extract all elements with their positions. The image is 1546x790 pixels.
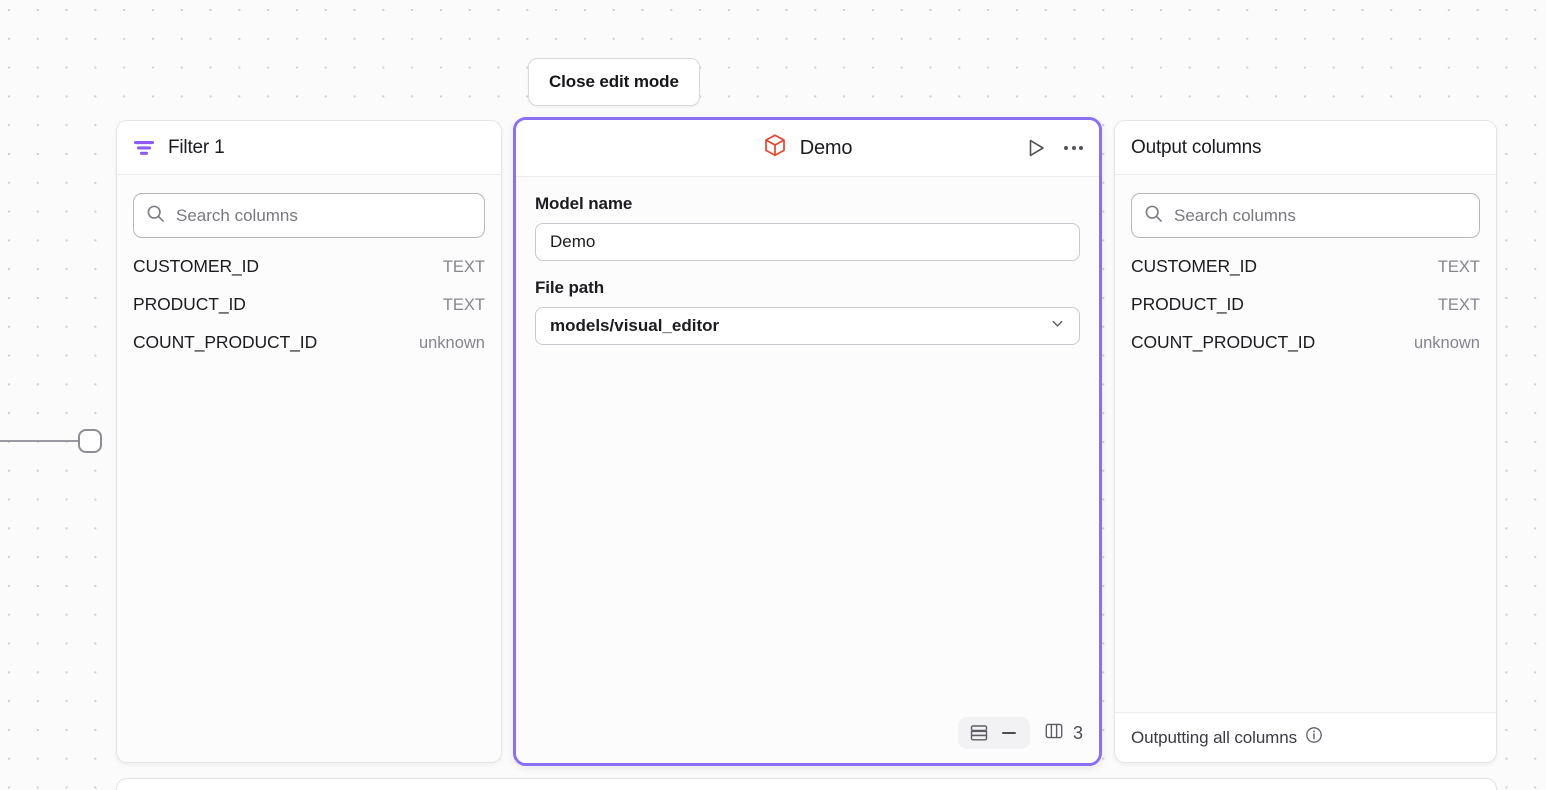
connector-edge xyxy=(0,440,80,442)
filter-node[interactable]: Filter 1 CUSTOMER_ID TEXT PRODUCT_ID xyxy=(116,120,502,763)
output-columns-node[interactable]: Output columns CUSTOMER_ID TEXT PRODU xyxy=(1114,120,1497,763)
filter-node-header: Filter 1 xyxy=(117,121,501,175)
table-row[interactable]: COUNT_PRODUCT_ID unknown xyxy=(133,332,485,370)
file-path-select[interactable]: models/visual_editor xyxy=(535,307,1080,345)
column-name: PRODUCT_ID xyxy=(133,294,246,314)
columns-icon xyxy=(1044,721,1064,746)
close-edit-mode-button[interactable]: Close edit mode xyxy=(528,58,700,106)
cube-icon xyxy=(763,133,787,163)
column-count-group[interactable]: 3 xyxy=(1044,721,1083,746)
minus-icon[interactable] xyxy=(997,722,1021,744)
output-node-body: CUSTOMER_ID TEXT PRODUCT_ID TEXT COUNT_P… xyxy=(1115,175,1496,712)
model-name-input[interactable] xyxy=(535,223,1080,261)
table-rows-icon[interactable] xyxy=(967,722,991,744)
play-icon[interactable] xyxy=(1025,137,1047,159)
file-path-value: models/visual_editor xyxy=(550,316,720,335)
column-type: TEXT xyxy=(442,296,485,314)
model-node-actions xyxy=(1025,137,1083,159)
output-search-input[interactable] xyxy=(1174,205,1467,226)
connector-handle[interactable] xyxy=(78,429,102,453)
model-name-label: Model name xyxy=(535,194,633,213)
model-node-title-wrap: Demo xyxy=(763,133,853,163)
file-path-label: File path xyxy=(535,278,604,297)
column-type: TEXT xyxy=(1437,258,1480,276)
column-name: CUSTOMER_ID xyxy=(133,256,259,276)
table-row[interactable]: CUSTOMER_ID TEXT xyxy=(133,256,485,294)
model-node-header: Demo xyxy=(516,120,1099,177)
model-footer-toolbar: 3 xyxy=(957,717,1083,749)
output-footer-text: Outputting all columns xyxy=(1131,727,1297,747)
model-form: Model name File path models/visual_edito… xyxy=(516,177,1099,345)
column-type: TEXT xyxy=(442,258,485,276)
search-icon xyxy=(146,204,165,228)
table-row[interactable]: COUNT_PRODUCT_ID unknown xyxy=(1131,332,1480,370)
preview-controls-group xyxy=(957,717,1030,749)
column-name: COUNT_PRODUCT_ID xyxy=(133,332,318,352)
output-column-list: CUSTOMER_ID TEXT PRODUCT_ID TEXT COUNT_P… xyxy=(1115,238,1496,370)
filter-node-body: CUSTOMER_ID TEXT PRODUCT_ID TEXT COUNT_P… xyxy=(117,175,501,762)
filter-search-input[interactable] xyxy=(176,205,472,226)
filter-icon xyxy=(133,139,155,157)
table-row[interactable]: CUSTOMER_ID TEXT xyxy=(1131,256,1480,294)
filter-node-title: Filter 1 xyxy=(168,136,225,158)
next-node-partial[interactable] xyxy=(116,778,1497,790)
column-name: PRODUCT_ID xyxy=(1131,294,1244,314)
output-search-box[interactable] xyxy=(1131,193,1480,238)
output-node-header: Output columns xyxy=(1115,121,1496,175)
ellipsis-icon[interactable] xyxy=(1064,146,1083,150)
column-type: TEXT xyxy=(1437,296,1480,314)
column-name: CUSTOMER_ID xyxy=(1131,256,1257,276)
table-row[interactable]: PRODUCT_ID TEXT xyxy=(1131,294,1480,332)
output-node-footer: Outputting all columns xyxy=(1115,712,1496,762)
output-node-title: Output columns xyxy=(1131,136,1262,158)
model-node[interactable]: Demo Model name File path models/vis xyxy=(513,117,1102,766)
table-row[interactable]: PRODUCT_ID TEXT xyxy=(133,294,485,332)
column-count-value: 3 xyxy=(1072,722,1083,743)
info-icon[interactable] xyxy=(1305,726,1323,749)
column-name: COUNT_PRODUCT_ID xyxy=(1131,332,1316,352)
model-node-title: Demo xyxy=(799,136,853,159)
filter-column-list: CUSTOMER_ID TEXT PRODUCT_ID TEXT COUNT_P… xyxy=(117,238,501,370)
column-type: unknown xyxy=(418,334,485,352)
filter-search-box[interactable] xyxy=(133,193,485,238)
chevron-down-icon xyxy=(1050,316,1065,336)
column-type: unknown xyxy=(1413,334,1480,352)
model-node-body: Model name File path models/visual_edito… xyxy=(516,177,1099,763)
search-icon xyxy=(1144,204,1163,228)
